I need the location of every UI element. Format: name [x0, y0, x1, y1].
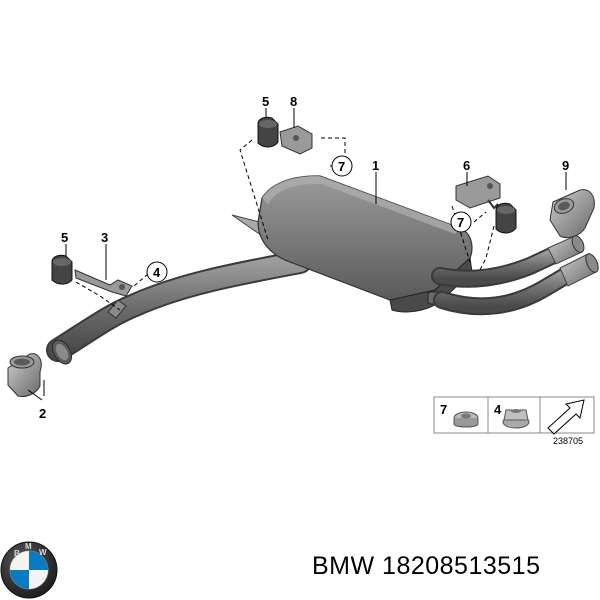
- callout-7-top-circle: [331, 155, 353, 177]
- hardware-legend: 7 4 238705: [433, 396, 595, 446]
- legend-item-7-number: 7: [440, 402, 447, 417]
- rear-muffler: [231, 175, 473, 313]
- callout-3: 3: [101, 230, 108, 245]
- bracket-part-6: [455, 175, 501, 210]
- part-number-caption: BMW 18208513515: [312, 552, 541, 580]
- callout-5-top: 5: [262, 94, 269, 109]
- svg-text:W: W: [39, 548, 47, 557]
- callout-2: 2: [39, 406, 46, 421]
- nut-plain-icon: [453, 411, 479, 428]
- callout-7-right: 7: [457, 215, 464, 230]
- callout-5-left: 5: [61, 230, 68, 245]
- tail-pipes: [431, 235, 599, 316]
- legend-item-4-number: 4: [494, 402, 502, 417]
- callout-6: 6: [463, 158, 470, 173]
- callout-8: 8: [290, 94, 297, 109]
- rubber-mount-right: [495, 202, 517, 234]
- diagram-id: 238705: [553, 436, 583, 446]
- callouts: 5 8 7 1 6 9 7 5 3 4 2: [39, 94, 569, 421]
- flange-nut-icon: [502, 409, 530, 429]
- assembly-arrow-icon: [547, 399, 585, 435]
- front-tip-part-2: [7, 353, 42, 397]
- svg-text:B: B: [14, 549, 20, 558]
- rubber-mount-top: [257, 116, 279, 148]
- callout-9: 9: [562, 158, 569, 173]
- front-pipe: [46, 250, 312, 365]
- callout-4-circle: [146, 261, 168, 283]
- bracket-part-8: [279, 125, 313, 155]
- callout-7-right-circle: [450, 211, 472, 233]
- bmw-logo-icon: B M W: [0, 541, 58, 599]
- callout-7-top: 7: [338, 159, 345, 174]
- callout-1: 1: [372, 158, 379, 173]
- bracket-part-3: [74, 269, 133, 297]
- rear-tip-part-9: [549, 189, 595, 239]
- rubber-mount-left: [51, 254, 73, 285]
- callout-4: 4: [153, 265, 161, 280]
- svg-text:M: M: [25, 542, 32, 551]
